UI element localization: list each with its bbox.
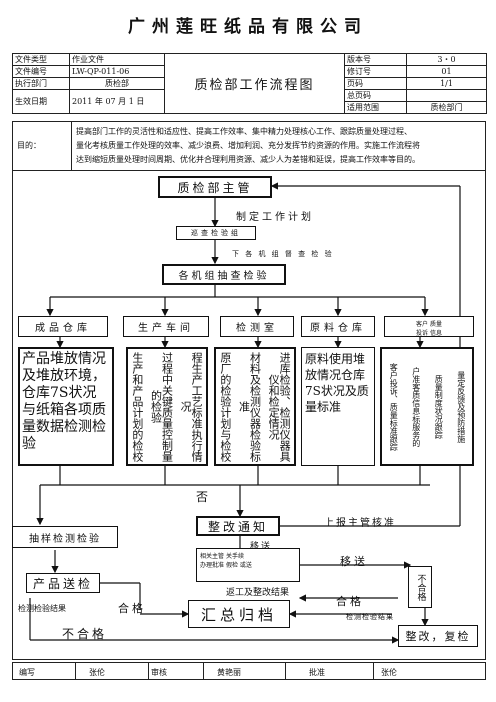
purpose-line-3: 达到缩短质量处理时间周期、优化并合理利用资源、减少人为差错和延误，提高工作效率等… — [76, 155, 420, 164]
recheck-box: 整改，复检 — [398, 625, 478, 647]
related-5: 或送 — [239, 562, 252, 569]
no-label: 否 — [196, 490, 209, 504]
date-value: 2011 年 07 月 1 日 — [69, 89, 165, 114]
assign-label: 下 各 机 组 督 查 检 验 — [232, 250, 334, 258]
writer-value: 张伦 — [89, 668, 105, 677]
desc3-col1: 原厂的检验计划与检校 — [218, 351, 232, 462]
related-3: 办理批准 — [200, 562, 225, 569]
desc-raw-warehouse: 原料使用堆放情况仓库7S状况及质量标准 — [301, 347, 375, 466]
date-label: 生效日期 — [12, 89, 70, 114]
finished-send-box: 产品送检 — [26, 573, 100, 593]
desc-lab: 原厂的检验计划与检校 材料及检测仪器检验标准 进库检验、检测仪器具仪和检定情况 — [214, 347, 296, 466]
desc3-col3: 进库检验、检测仪器具仪和检定情况 — [267, 351, 292, 462]
desc5-col3: 质量制度状况跟踪 — [434, 374, 444, 439]
dept5-a: 客户 — [416, 321, 429, 328]
result-label-2: 检测检验结果 — [346, 613, 394, 621]
desc2-col3: 程生产工艺标准执行情况 — [179, 351, 204, 462]
desc5-col2: 户准客质信息标服务的 — [411, 366, 421, 447]
quality-head-box: 质检部主管 — [158, 176, 272, 198]
related-1: 相关主管 — [200, 553, 225, 560]
related-4: 假检 — [225, 562, 238, 569]
desc5-col4: 量定反馈及预防措施 — [456, 370, 466, 443]
pass-label-1: 合格 — [118, 602, 146, 615]
fail-box-right: 不合格 — [408, 566, 432, 608]
rectify-notice-box: 整改通知 — [196, 516, 280, 536]
send-label-2: 移送 — [340, 555, 368, 568]
pass-label-2: 合格 — [336, 595, 364, 608]
summary-archive-box: 汇总归档 — [188, 600, 290, 628]
desc-customer-complaint: 客户投诉、质量标准跟踪 户准客质信息标服务的 质量制度状况跟踪 量定反馈及预防措… — [380, 347, 474, 466]
writer-label: 编写 — [19, 668, 35, 677]
desc-production: 生产和产品计划的检校 过程中关键质量控制量的检验 程生产工艺标准执行情况 — [126, 347, 208, 466]
rectify-result-label: 返工及整改结果 — [226, 588, 290, 598]
send-label-1: 移送 — [250, 542, 273, 552]
desc2-col1: 生产和产品计划的检校 — [130, 351, 144, 462]
signature-footer: 编写 张伦 审核 黄艳丽 批准 张伦 — [12, 662, 486, 680]
make-plan-label: 制定工作计划 — [236, 212, 314, 223]
sample-check-box: 抽样检测检验 — [12, 526, 118, 548]
inspection-group-box: 巡查检验组 — [176, 226, 256, 240]
purpose-line-2: 量化考核质量工作处理的效率、减少浪费、增加利润、充分发挥节约资源的作用。实施工作… — [76, 141, 420, 150]
document-title: 质检部工作流程图 — [164, 53, 345, 114]
purpose-label: 目的： — [17, 141, 41, 150]
approver-label: 批准 — [309, 668, 325, 677]
result-label-1: 检测检验结果 — [18, 604, 66, 613]
reviewer-label: 审核 — [151, 668, 167, 677]
document-header-table: 文件类型 作业文件 质检部工作流程图 版本号 3・0 文件编号 LW-QP-01… — [12, 53, 487, 114]
dept5-b: 质量 — [429, 321, 442, 328]
reviewer-value: 黄艳丽 — [217, 668, 241, 677]
unit-check-box: 各机组抽查检验 — [162, 264, 286, 285]
dept5-c: 投诉 — [416, 330, 429, 337]
dept-production: 生产车间 — [123, 316, 209, 337]
dept-customer-complaint: 客户 质量 投诉 信息 — [384, 316, 474, 337]
desc2-col2: 过程中关键质量控制量的检验 — [149, 351, 174, 462]
related-2: 关手续 — [225, 553, 244, 560]
dept-raw-warehouse: 原料仓库 — [301, 316, 375, 337]
related-approval-box: 相关主管 关手续 办理批准 假检 或送 — [196, 548, 300, 582]
purpose-line-1: 提高部门工作的灵活性和适应性、提高工作效率、集中精力处理核心工作、跟踪质量处理过… — [76, 127, 412, 136]
desc-finished-warehouse: 产品堆放情况及堆放环境，仓库7S状况与纸箱各项质量数据检测检验 — [18, 347, 114, 466]
desc5-col1: 客户投诉、质量标准跟踪 — [389, 362, 399, 451]
company-name: 广州莲旺纸品有限公司 — [128, 17, 368, 37]
dept-finished-warehouse: 成品仓库 — [18, 316, 108, 337]
flowchart-frame — [12, 170, 486, 660]
fail-label-left: 不合格 — [62, 627, 108, 641]
approver-value: 张伦 — [381, 668, 397, 677]
dept5-d: 信息 — [429, 330, 442, 337]
fail-label-right: 不合格 — [415, 573, 426, 601]
dept-lab: 检测室 — [220, 316, 294, 337]
desc3-col2: 材料及检测仪器检验标准 — [237, 351, 262, 462]
scope-value: 质检部门 — [406, 101, 487, 114]
report-label: 上报主管核准 — [324, 518, 396, 529]
